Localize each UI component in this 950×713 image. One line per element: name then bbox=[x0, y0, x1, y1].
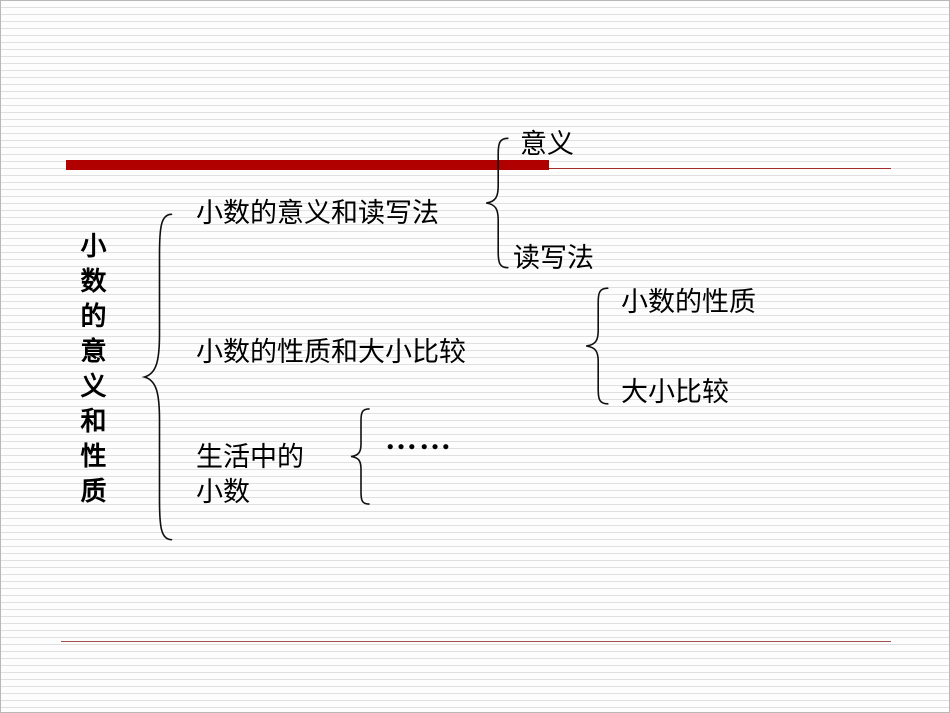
branch-meaning-readwrite-brace-icon bbox=[485, 137, 509, 269]
branch-daily-life-label-line2: 小数 bbox=[196, 477, 250, 507]
bottom-divider-line bbox=[61, 641, 891, 642]
child-meaning-label: 意义 bbox=[520, 129, 574, 159]
child-size-comparison-label: 大小比较 bbox=[621, 377, 729, 407]
child-decimal-properties-label: 小数的性质 bbox=[621, 287, 756, 317]
child-ellipsis-label: …… bbox=[385, 420, 453, 456]
child-readwrite-label: 读写法 bbox=[513, 243, 594, 273]
branch-properties-comparison-brace-icon bbox=[585, 287, 609, 405]
branch-properties-comparison-label: 小数的性质和大小比较 bbox=[196, 337, 466, 367]
branch-daily-life-brace-icon bbox=[350, 408, 370, 505]
branch-daily-life-label-line1: 生活中的 bbox=[196, 442, 304, 472]
accent-bar bbox=[66, 160, 549, 170]
root-title: 小数的意义和性质 bbox=[77, 232, 106, 512]
root-brace-icon bbox=[143, 211, 173, 543]
branch-meaning-readwrite-label: 小数的意义和读写法 bbox=[196, 198, 439, 228]
